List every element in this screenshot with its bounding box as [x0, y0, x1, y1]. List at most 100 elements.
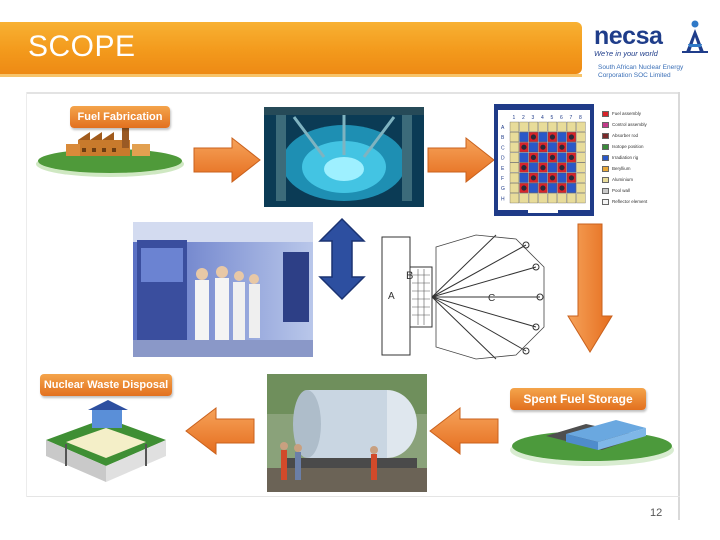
legend-label: Fuel assembly [612, 111, 642, 116]
fuel-staff-photo [133, 222, 313, 357]
core-map-column-label: 7 [570, 115, 573, 121]
core-map-rod [559, 144, 565, 150]
legend-swatch [602, 132, 609, 139]
core-map-column-label: 6 [560, 115, 563, 121]
left-arrow-icon [185, 406, 255, 456]
core-map-cell [528, 121, 539, 132]
legend-swatch [602, 165, 609, 172]
reactor-pool-photo [264, 107, 424, 207]
core-map-rod [521, 144, 527, 150]
right-arrow-icon [193, 136, 261, 184]
disposal-facility-icon [46, 400, 166, 482]
legend-entry: Fuel assembly [602, 108, 674, 119]
title-bar-edge [0, 74, 582, 77]
core-map-cell [519, 172, 529, 183]
legend-entry: Pool wall [602, 185, 674, 196]
core-map-cell [576, 152, 586, 163]
core-map-cell [528, 142, 539, 153]
legend-swatch [602, 154, 609, 161]
legend-label: Isotope position [612, 144, 644, 149]
core-map-cell [557, 132, 567, 142]
core-map-cell [538, 121, 548, 132]
core-map-row-label: D [501, 156, 505, 162]
core-map-cell [547, 142, 558, 153]
core-map-rod [549, 134, 556, 140]
logo-wordmark: necsa [594, 22, 663, 50]
content-frame-right [678, 92, 680, 520]
core-map-rod [568, 175, 575, 181]
content-frame-top [26, 92, 680, 94]
core-map-rod [530, 134, 537, 140]
core-map-rod [540, 144, 546, 150]
core-map-rod [521, 185, 527, 191]
core-map-rod [568, 134, 575, 140]
legend-label: Irradiation rig [612, 155, 639, 160]
legend-swatch [602, 198, 609, 205]
core-map-cell [576, 121, 586, 132]
logo-mark-icon [682, 20, 708, 53]
core-map-rod [568, 154, 575, 160]
page-number: 12 [650, 507, 663, 519]
fuel-fabrication-illustration: Fuel Fabrication [30, 104, 190, 180]
legend-label: Pool wall [612, 188, 631, 193]
core-map-cell [576, 132, 586, 142]
legend-swatch [602, 187, 609, 194]
core-map-cell [509, 193, 520, 204]
nuclear-waste-disposal-label: Nuclear Waste Disposal [40, 374, 172, 396]
core-map-row-label: E [501, 166, 505, 172]
legend-entry: Absorber rod [602, 130, 674, 141]
left-arrow-icon [429, 406, 499, 456]
core-map-cell [576, 142, 586, 153]
core-map-rod [559, 185, 565, 191]
core-map-cell [509, 152, 520, 163]
core-map-column-label: 3 [532, 115, 535, 121]
legend-swatch [602, 110, 609, 117]
core-map-cell [519, 152, 529, 163]
core-map-rod [521, 165, 527, 171]
legend-label: Control assembly [612, 122, 647, 127]
right-arrow-icon [427, 136, 495, 184]
factory-island-icon [36, 126, 184, 177]
spent-fuel-storage-illustration: Spent Fuel Storage [506, 384, 676, 470]
logo-subtitle-line2: Corporation SOC Limited [598, 72, 671, 79]
content-frame-bottom [26, 496, 680, 497]
legend-swatch [602, 143, 609, 150]
core-map-rod [540, 185, 546, 191]
nuclear-waste-disposal-illustration: Nuclear Waste Disposal [36, 370, 176, 490]
core-map-cell [547, 121, 558, 132]
core-map-column-label: 1 [513, 115, 516, 121]
svg-text:A: A [388, 291, 395, 302]
svg-text:B: B [406, 270, 413, 282]
core-map-cell [576, 172, 586, 183]
core-map-cell [519, 193, 529, 204]
core-map-cell [566, 142, 577, 153]
core-map-row-label: F [501, 176, 504, 182]
transport-cask-photo [267, 374, 427, 492]
reactor-cross-section-drawing: B A C [376, 227, 548, 363]
core-map-cell [566, 162, 577, 173]
core-map-cell [566, 183, 577, 193]
svg-text:C: C [488, 293, 495, 304]
down-arrow-icon [567, 223, 613, 353]
legend-entry: Irradiation rig [602, 152, 674, 163]
core-map-cell [519, 132, 529, 142]
fuel-fabrication-label: Fuel Fabrication [70, 106, 170, 128]
core-map-cell [576, 183, 586, 193]
logo-tagline: We're in your world [594, 49, 658, 58]
core-map-cell [538, 152, 548, 163]
legend-entry: Beryllium [602, 163, 674, 174]
core-map-cell [557, 121, 567, 132]
double-arrow-icon [318, 217, 366, 301]
content-frame-left [26, 92, 27, 497]
title-bar: SCOPE [0, 22, 582, 74]
core-map-column-label: 4 [541, 115, 544, 121]
logo-subtitle-line1: South African Nuclear Energy [598, 64, 684, 71]
core-map-cell [509, 132, 520, 142]
legend-entry: Reflector element [602, 196, 674, 207]
spent-fuel-storage-label: Spent Fuel Storage [510, 388, 646, 410]
storage-facility-icon [510, 420, 674, 466]
legend-label: Aluminium [612, 177, 634, 182]
core-map-cell [538, 132, 548, 142]
core-map-cell [528, 162, 539, 173]
